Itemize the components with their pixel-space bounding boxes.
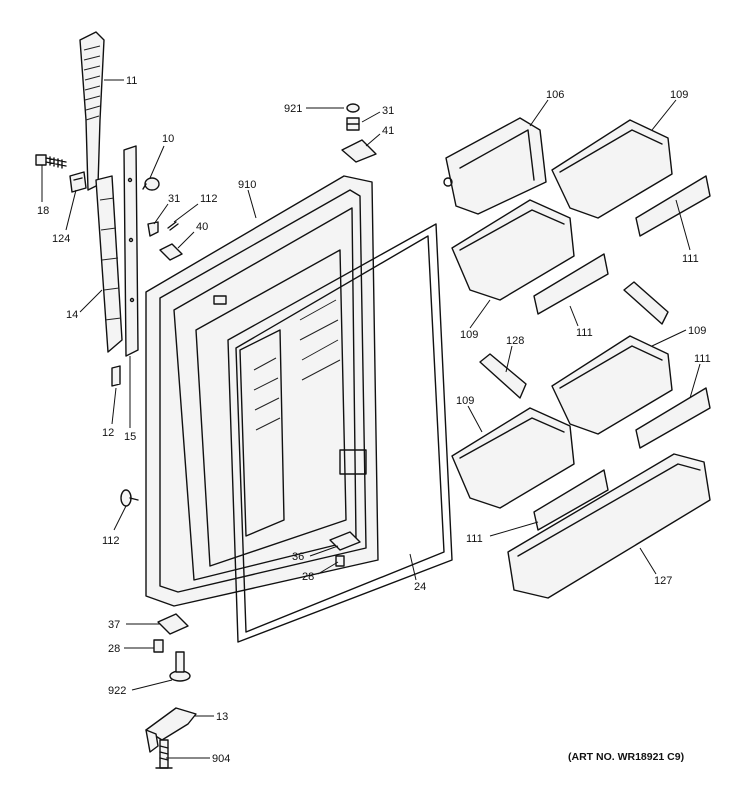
- part-31-screw: [147, 221, 159, 237]
- callout-112-upper: 112: [200, 193, 218, 205]
- part-109-bin-mid-left: [451, 199, 575, 301]
- part-106-dairy-door: [443, 117, 547, 215]
- callout-28-lower: 28: [108, 643, 120, 655]
- part-111-trim-right: [635, 387, 711, 449]
- part-11-handle-trim: [79, 31, 105, 191]
- callout-106: 106: [546, 89, 564, 101]
- part-24-gasket: [227, 223, 453, 643]
- callout-labels: 11 18 124 14 10 31 112 40 910 921 31 41 …: [37, 75, 711, 765]
- part-28-pin-upper: [335, 555, 345, 567]
- callout-111-mid: 111: [576, 327, 593, 339]
- callout-111-right: 111: [694, 353, 711, 365]
- part-128-bracket: [479, 353, 527, 399]
- part-111-trim-top: [635, 175, 711, 237]
- part-127-bottom-bin: [507, 453, 711, 599]
- part-921-cap: [346, 103, 360, 113]
- part-904-screw: [155, 739, 173, 769]
- callout-109-mid-left: 109: [460, 329, 478, 341]
- callout-18: 18: [37, 205, 49, 217]
- part-922-washer: [169, 651, 191, 682]
- leader-lines: [41, 79, 701, 759]
- bracket-right: [623, 281, 669, 325]
- callout-111-top: 111: [682, 253, 699, 265]
- callout-36: 36: [292, 551, 304, 563]
- part-10-plug: [142, 177, 160, 191]
- part-109-bin-mid-right: [551, 335, 673, 435]
- callout-921: 921: [284, 103, 302, 115]
- callout-13: 13: [216, 711, 228, 723]
- part-41-plate: [341, 139, 377, 163]
- part-111-trim-mid: [533, 253, 609, 315]
- part-111-trim-lower: [533, 469, 609, 531]
- callout-11: 11: [126, 75, 137, 87]
- callout-922: 922: [108, 685, 126, 697]
- part-109-bin-top-right: [551, 119, 673, 219]
- part-14-handle-bracket: [95, 175, 123, 353]
- callout-109-lower-left: 109: [456, 395, 474, 407]
- callout-112-lower: 112: [102, 535, 120, 547]
- part-12-screw: [111, 365, 121, 387]
- part-112-screw: [167, 221, 179, 231]
- part-112-plug: [120, 489, 139, 507]
- part-15-strip: [123, 145, 139, 357]
- callout-41: 41: [382, 125, 394, 137]
- art-number: (ART NO. WR18921 C9): [568, 751, 684, 763]
- callout-109-mid-right: 109: [688, 325, 706, 337]
- callout-31-upper: 31: [168, 193, 180, 205]
- part-124-clip: [69, 171, 87, 193]
- part-37-plate: [157, 613, 189, 635]
- part-31-bushing: [346, 117, 360, 131]
- callout-904: 904: [212, 753, 230, 765]
- callout-14: 14: [66, 309, 78, 321]
- callout-128: 128: [506, 335, 524, 347]
- callout-127: 127: [654, 575, 672, 587]
- callout-12: 12: [102, 427, 114, 439]
- callout-15: 15: [124, 431, 136, 443]
- part-18-screw: [35, 154, 67, 169]
- callout-37: 37: [108, 619, 120, 631]
- callout-111-lower: 111: [466, 533, 483, 545]
- callout-40: 40: [196, 221, 208, 233]
- callout-109-top-right: 109: [670, 89, 688, 101]
- callout-24: 24: [414, 581, 426, 593]
- callout-10: 10: [162, 133, 174, 145]
- callout-31-top: 31: [382, 105, 394, 117]
- callout-124: 124: [52, 233, 70, 245]
- callout-910: 910: [238, 179, 256, 191]
- part-28-pin-lower: [153, 639, 164, 653]
- callout-28-upper: 28: [302, 571, 314, 583]
- part-40-plate: [159, 243, 183, 261]
- part-13-hinge: [145, 707, 197, 753]
- part-109-bin-lower-left: [451, 407, 575, 509]
